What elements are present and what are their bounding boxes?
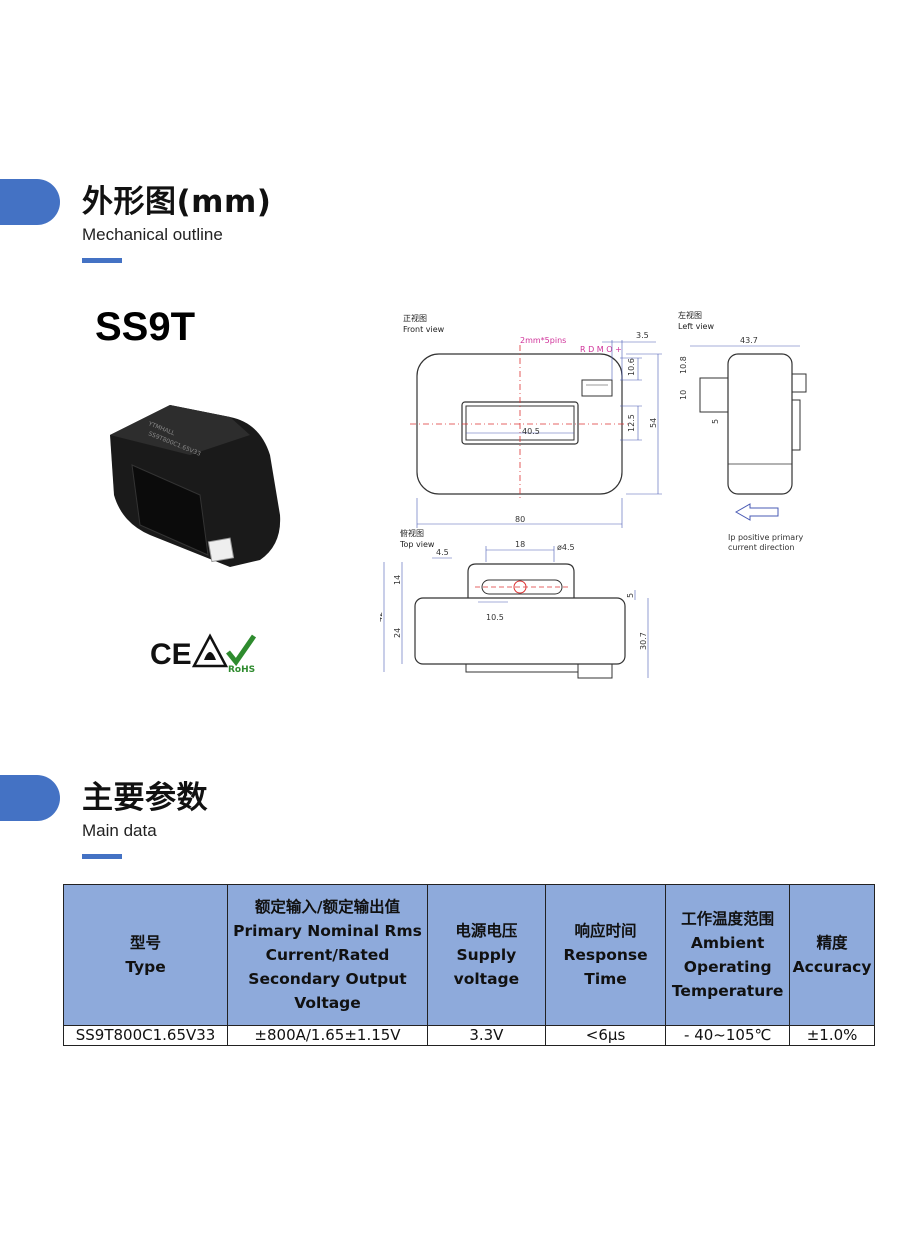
section-underline [82, 854, 122, 859]
front-view-label-en: Front view [403, 325, 445, 334]
section-marker [0, 179, 60, 225]
svg-text:10.5: 10.5 [486, 613, 504, 622]
cell-temperature: - 40~105℃ [665, 1025, 791, 1046]
mechanical-drawing: 正视图 Front view 2mm*5pins R D M O + 3.5 1… [380, 310, 807, 679]
svg-text:14: 14 [393, 575, 402, 585]
product-image: YTMHALL SS9T800C1.65V33 [110, 405, 281, 567]
direction-line-2: current direction [728, 543, 794, 552]
svg-text:5: 5 [711, 419, 720, 424]
cell-type: SS9T800C1.65V33 [62, 1025, 229, 1046]
pin-letters: R D M O + [580, 345, 622, 354]
ce-mark-icon: CE [150, 638, 192, 671]
certification-icons: CE RoHS [150, 633, 257, 674]
cell-rating: ±800A/1.65±1.15V [227, 1025, 428, 1046]
top-view-outline [414, 597, 626, 665]
section-marker [0, 775, 60, 821]
svg-text:10: 10 [679, 390, 688, 400]
left-view-outline [727, 353, 793, 495]
svg-text:12.5: 12.5 [627, 414, 636, 432]
svg-text:ø4.5: ø4.5 [557, 543, 575, 552]
pins-label: 2mm*5pins [520, 336, 566, 345]
direction-line-1: Ip positive primary [728, 533, 803, 542]
model-name: SS9T [95, 305, 196, 349]
current-direction-arrow-icon [734, 503, 779, 521]
svg-text:24: 24 [393, 628, 402, 638]
svg-text:40.5: 40.5 [522, 427, 540, 436]
cell-response-time: <6μs [544, 1025, 667, 1046]
top-view-label-cn: 俯视图 [400, 528, 424, 538]
svg-text:3.5: 3.5 [636, 331, 649, 340]
cell-accuracy: ±1.0% [789, 1025, 875, 1046]
table-row: SS9T800C1.65V33 ±800A/1.65±1.15V 3.3V <6… [62, 1025, 875, 1046]
svg-text:18: 18 [515, 540, 525, 549]
section-subtitle: Main data [82, 821, 157, 840]
svg-text:30.7: 30.7 [639, 632, 648, 650]
section-underline [82, 258, 122, 263]
front-view-label-cn: 正视图 [403, 313, 427, 323]
esd-icon [191, 633, 229, 668]
left-view-label-en: Left view [678, 322, 714, 331]
svg-text:80: 80 [515, 515, 525, 524]
svg-text:10.8: 10.8 [679, 356, 688, 374]
svg-text:42: 42 [380, 612, 384, 622]
svg-text:10.6: 10.6 [627, 358, 636, 376]
svg-text:54: 54 [649, 418, 658, 428]
section-subtitle: Mechanical outline [82, 225, 223, 244]
svg-text:RoHS: RoHS [228, 665, 255, 674]
top-view-tab [467, 563, 575, 598]
left-view-label-cn: 左视图 [678, 310, 702, 320]
cell-supply-voltage: 3.3V [426, 1025, 546, 1046]
svg-text:5: 5 [626, 593, 635, 598]
section-title: 外形图(mm) [82, 184, 272, 220]
section-title: 主要参数 [82, 780, 208, 816]
connector-icon [581, 379, 613, 397]
svg-text:43.7: 43.7 [740, 336, 758, 345]
top-view-label-en: Top view [399, 540, 435, 549]
svg-text:4.5: 4.5 [436, 548, 449, 557]
rohs-icon: RoHS [226, 634, 257, 674]
